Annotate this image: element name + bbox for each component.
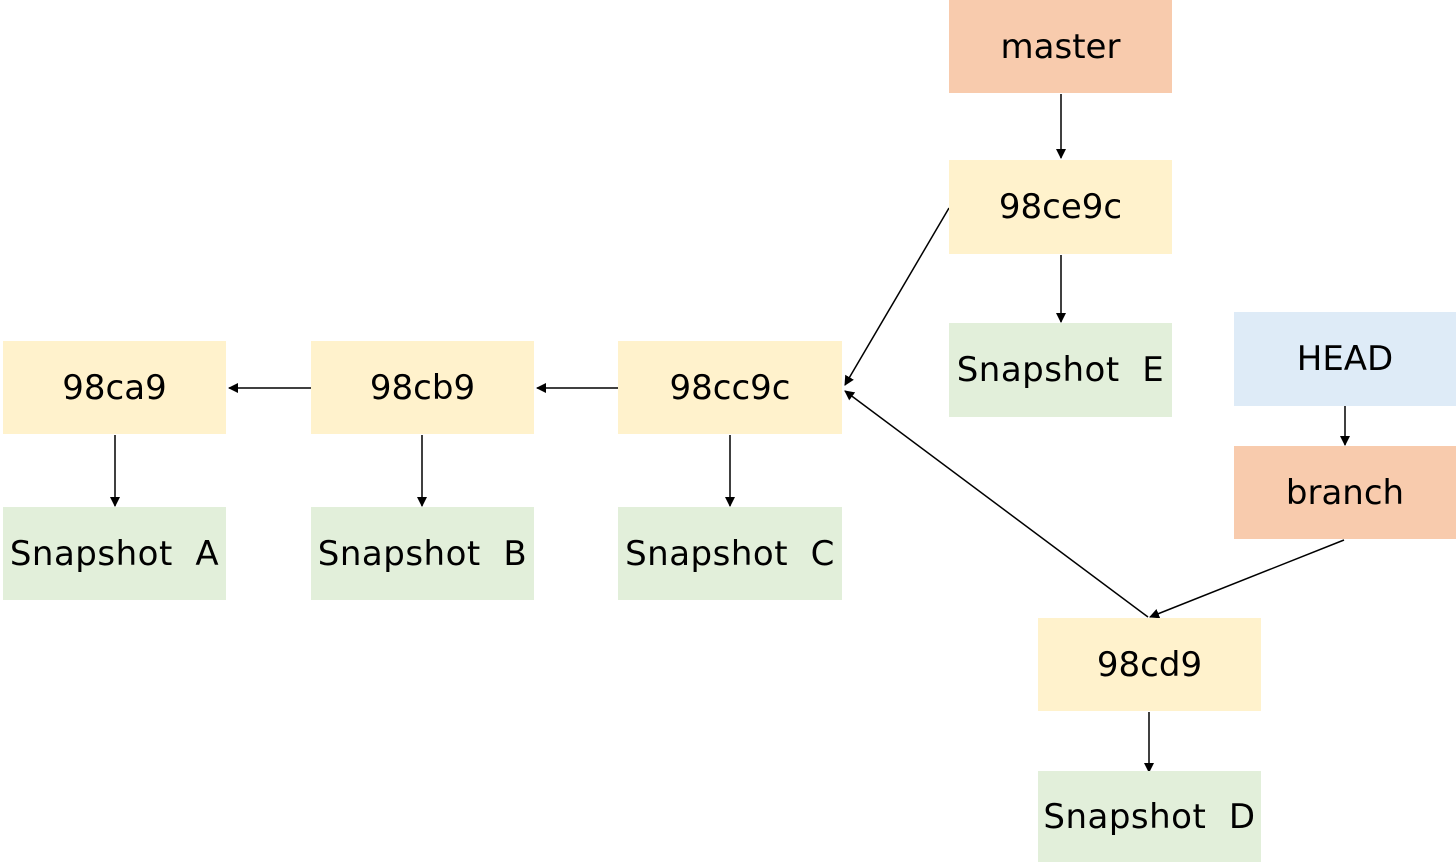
snapshot-a: Snapshot A (3, 507, 226, 600)
snapshot-e-label: Snapshot E (956, 350, 1165, 390)
snapshot-b: Snapshot B (311, 507, 534, 600)
snapshot-c: Snapshot C (618, 507, 842, 600)
snapshot-c-label: Snapshot C (625, 533, 835, 574)
snapshot-b-label: Snapshot B (317, 533, 528, 574)
master-ref: master (949, 0, 1172, 93)
branch-ref: branch (1234, 446, 1456, 539)
commit-e-label: 98ce9c (998, 187, 1123, 227)
commit-d-label: 98cd9 (1096, 644, 1203, 685)
commit-a: 98ca9 (3, 341, 226, 434)
snapshot-a-label: Snapshot A (9, 533, 220, 574)
snapshot-d-label: Snapshot D (1043, 796, 1256, 837)
commit-c: 98cc9c (618, 341, 842, 434)
head-pointer: HEAD (1234, 312, 1456, 406)
commit-e: 98ce9c (949, 160, 1172, 254)
commit-c-label: 98cc9c (669, 367, 791, 408)
arrow-branch-to-commit-d (1149, 539, 1345, 619)
commit-a-label: 98ca9 (62, 367, 167, 408)
snapshot-d: Snapshot D (1038, 771, 1261, 862)
head-pointer-label: HEAD (1296, 339, 1394, 379)
branch-ref-label: branch (1285, 472, 1405, 513)
commit-b: 98cb9 (311, 341, 534, 434)
arrow-commit-e-to-commit-c (844, 207, 950, 386)
arrow-commit-d-to-commit-c (844, 390, 1149, 618)
master-ref-label: master (1000, 26, 1121, 67)
snapshot-e: Snapshot E (949, 323, 1172, 417)
commit-d: 98cd9 (1038, 618, 1261, 711)
commit-b-label: 98cb9 (369, 367, 476, 408)
